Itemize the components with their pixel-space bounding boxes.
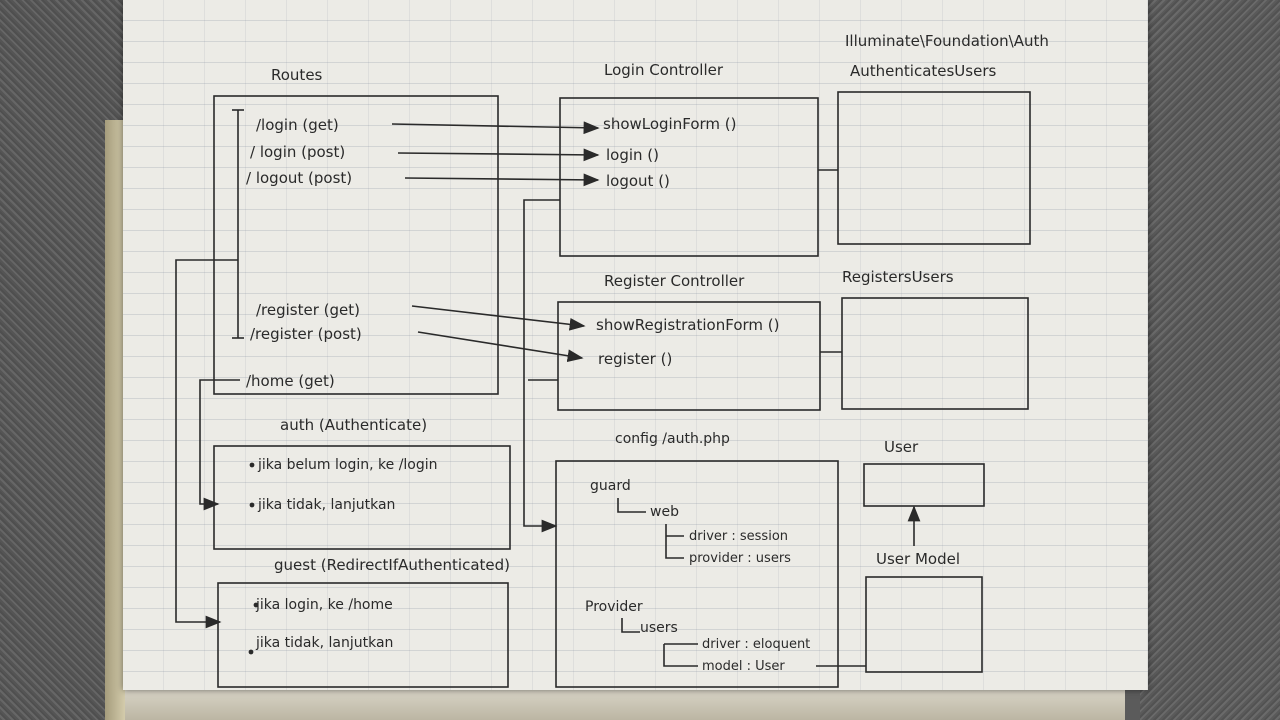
register-controller-box [557,301,821,411]
authenticates-users-title: AuthenticatesUsers [850,62,996,80]
auth-middleware-box [213,445,511,550]
config-box [555,460,839,688]
guest-rule-2: jika tidak, lanjutkan [255,635,393,651]
user-title: User [884,438,919,456]
config-driver-eloquent: driver : eloquent [702,637,810,652]
register-controller-title: Register Controller [604,272,745,290]
login-controller-title: Login Controller [604,61,724,79]
config-driver-session: driver : session [689,529,788,544]
guest-middleware-box [217,582,509,688]
method-login: login () [606,146,659,164]
background-carpet-right [1140,0,1280,720]
guest-rule-1: jika login, ke /home [255,597,393,613]
route-login-post: / login (post) [250,143,345,161]
method-logout: logout () [606,172,670,190]
config-guard: guard [590,478,631,494]
bullets [248,462,259,655]
auth-middleware-title: auth (Authenticate) [280,416,427,434]
auth-rule-2: jika tidak, lanjutkan [257,497,395,513]
config-web: web [650,504,679,520]
notebook-binder-edge [105,120,127,720]
config-model-user: model : User [702,659,785,674]
user-model-title: User Model [876,550,960,568]
login-controller-box [559,97,819,257]
method-show-login-form: showLoginForm () [603,115,737,133]
route-register-post: /register (post) [250,325,362,343]
route-register-get: /register (get) [256,301,360,319]
config-provider: Provider [585,599,643,615]
route-login-get: /login (get) [256,116,339,134]
routes-box [213,95,499,395]
notebook-bottom-edge [125,688,1125,720]
user-box [863,463,985,507]
registers-users-title: RegistersUsers [842,268,954,286]
user-model-box [865,576,983,673]
routes-title: Routes [271,66,323,84]
auth-rule-1: jika belum login, ke /login [257,457,438,473]
method-register: register () [598,350,672,368]
config-users: users [640,620,678,636]
route-home-get: /home (get) [246,372,335,390]
namespace-label: Illuminate\Foundation\Auth [845,32,1049,50]
registers-users-box [841,297,1029,410]
guest-middleware-title: guest (RedirectIfAuthenticated) [274,556,510,574]
authenticates-users-box [837,91,1031,245]
route-logout-post: / logout (post) [246,169,352,187]
notebook-page [123,0,1148,690]
config-title: config /auth.php [615,431,730,447]
config-provider-users: provider : users [689,551,791,566]
method-show-registration-form: showRegistrationForm () [596,316,779,334]
